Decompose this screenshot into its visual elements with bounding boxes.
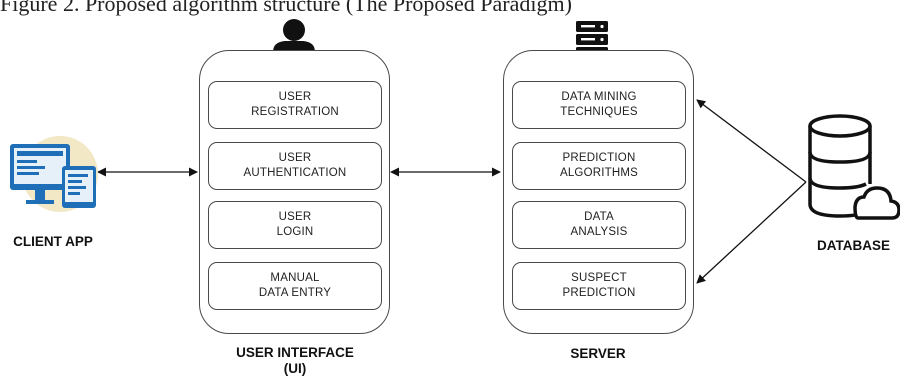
box-line: USER [278,152,312,164]
client-app-label: CLIENT APP [13,234,93,249]
data-analysis-box: DATA ANALYSIS [512,201,686,249]
box-line: DATA MINING [561,91,637,103]
box-line: DATA ENTRY [258,287,332,299]
box-line: ALGORITHMS [559,167,639,179]
box-line: PREDICTION [562,287,636,299]
user-authentication-box: USER AUTHENTICATION [208,142,382,190]
box-line: TECHNIQUES [560,106,638,118]
box-line: AUTHENTICATION [243,167,347,179]
figure-caption: Figure 2. Pro​posed algorithm structure … [0,0,572,16]
box-line: ANALYSIS [570,226,628,238]
monitor-and-tablet-icon [10,136,98,212]
user-interface-label-line2: (UI) [283,361,307,376]
data-mining-techniques-box: DATA MINING TECHNIQUES [512,81,686,129]
arrow-database-server-bottom [696,181,807,284]
suspect-prediction-box: SUSPECT PREDICTION [512,262,686,310]
box-line: REGISTRATION [251,106,339,118]
user-login-box: USER LOGIN [208,201,382,249]
arrow-database-server-top [696,99,807,183]
server-panel: DATA MINING TECHNIQUES PREDICTION ALGORI… [503,50,694,334]
user-interface-label: USER INTERFACE (UI) [215,345,375,377]
database-label: DATABASE [817,238,890,253]
server-label: SERVER [570,346,626,361]
prediction-algorithms-box: PREDICTION ALGORITHMS [512,142,686,190]
box-line: DATA [584,211,614,223]
user-interface-panel: USER REGISTRATION USER AUTHENTICATION US… [199,50,390,334]
client-app: CLIENT APP [0,122,106,262]
manual-data-entry-box: MANUAL DATA ENTRY [208,262,382,310]
box-line: LOGIN [276,226,314,238]
user-interface-label-line1: USER INTERFACE [236,345,354,360]
box-line: MANUAL [270,272,320,284]
box-line: SUSPECT [571,272,627,284]
database-cloud-icon [808,114,900,220]
box-line: USER [278,91,312,103]
box-line: PREDICTION [562,152,636,164]
box-line: USER [278,211,312,223]
user-registration-box: USER REGISTRATION [208,81,382,129]
